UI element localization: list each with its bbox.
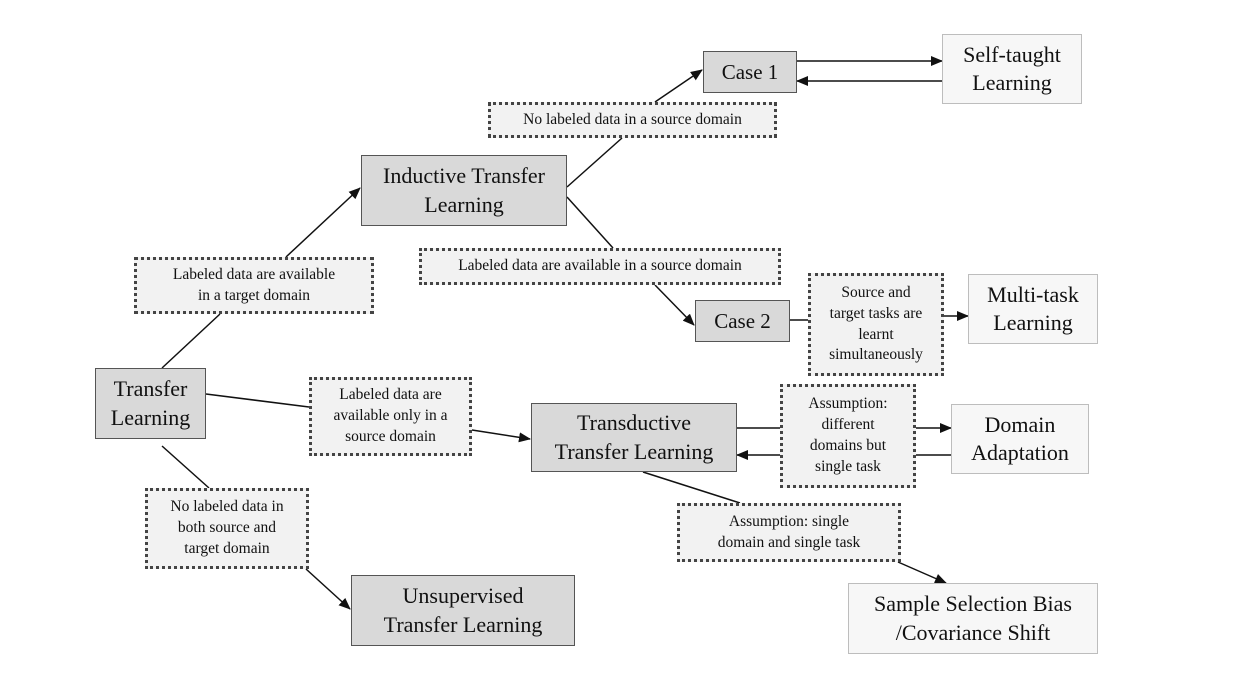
condition-single-domain: Assumption: single domain and single tas… [677,503,901,562]
condition-labeled-source: Labeled data are available in a source d… [419,248,781,285]
condition-labeled-source-only: Labeled data are available only in a sou… [309,377,472,456]
edge-inductive-to-source-label [566,196,614,249]
edge-transfer-to-no-labeled-label [161,445,210,489]
condition-different-domains: Assumption: different domains but single… [780,384,916,488]
edge-single-domain-label-to-sample-selection [897,561,947,584]
transfer-learning-node: Transfer Learning [95,368,206,439]
multi-task-learning-node: Multi-task Learning [968,274,1098,344]
edge-transfer-to-source-only-label [205,393,310,408]
case-2-node: Case 2 [695,300,790,342]
edge-no-labeled-label-to-unsupervised [305,568,351,610]
unsupervised-transfer-learning-node: Unsupervised Transfer Learning [351,575,575,646]
edge-target-label-to-inductive [285,187,361,258]
condition-labeled-target-domain: Labeled data are available in a target d… [134,257,374,314]
domain-adaptation-node: Domain Adaptation [951,404,1089,474]
edge-source-only-label-to-transductive [471,429,531,443]
case-1-node: Case 1 [703,51,797,93]
condition-simultaneous-tasks: Source and target tasks are learnt simul… [808,273,944,376]
inductive-transfer-learning-node: Inductive Transfer Learning [361,155,567,226]
condition-no-labeled-source: No labeled data in a source domain [488,102,777,138]
self-taught-learning-node: Self-taught Learning [942,34,1082,104]
edge-inductive-to-no-source-label [566,137,623,188]
transductive-transfer-learning-node: Transductive Transfer Learning [531,403,737,472]
edge-source-label-to-case2 [654,284,695,326]
edge-no-source-label-to-case1 [654,69,703,103]
condition-no-labeled-both: No labeled data in both source and targe… [145,488,309,569]
edge-transductive-to-single-domain-label [642,471,741,504]
edge-transfer-to-target-label [161,313,221,369]
sample-selection-bias-node: Sample Selection Bias /Covariance Shift [848,583,1098,654]
